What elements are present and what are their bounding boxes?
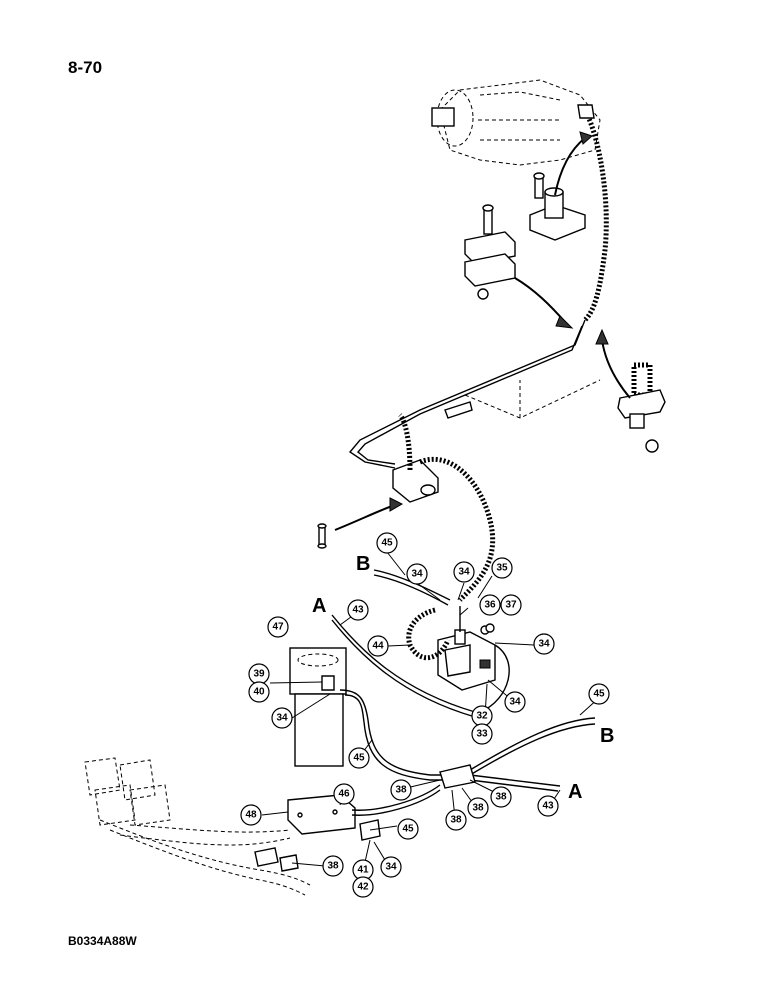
callout-40: 40 [248, 681, 270, 703]
callout-38: 38 [467, 797, 489, 819]
svg-text:45: 45 [381, 538, 393, 549]
svg-text:48: 48 [245, 810, 257, 821]
hose-end-fitting [577, 104, 595, 119]
svg-text:42: 42 [357, 882, 369, 893]
priority-valve [392, 459, 439, 503]
svg-text:38: 38 [450, 815, 462, 826]
pump-hose [583, 110, 609, 322]
letter-b-lower: B [600, 725, 614, 747]
svg-text:38: 38 [395, 785, 407, 796]
callout-38: 38 [322, 855, 344, 877]
callout-38: 38 [445, 809, 467, 831]
callout-39: 39 [248, 663, 270, 685]
tank-outline [464, 379, 601, 419]
callout-42: 42 [352, 876, 374, 898]
hose-a-upper [331, 614, 476, 713]
svg-text:45: 45 [353, 753, 365, 764]
callout-43: 43 [347, 599, 369, 621]
callout-37: 37 [500, 594, 522, 616]
svg-text:44: 44 [372, 641, 384, 652]
hose-to-b-lower [469, 717, 596, 771]
callout-46: 46 [333, 783, 355, 805]
hose-44 [406, 607, 451, 661]
callout-43: 43 [537, 795, 559, 817]
control-valve [437, 623, 496, 691]
pilot-fitting [254, 847, 279, 867]
svg-text:34: 34 [458, 567, 470, 578]
hose-45-filter [339, 689, 431, 776]
svg-text:34: 34 [411, 569, 423, 580]
callout-34: 34 [271, 707, 293, 729]
svg-text:33: 33 [476, 729, 488, 740]
callout-34: 34 [406, 563, 428, 585]
callout-45: 45 [588, 683, 610, 705]
svg-text:37: 37 [505, 600, 517, 611]
arrow-clamp-to-tube [514, 277, 566, 323]
letter-a-upper: A [312, 595, 326, 617]
braided-hose-35 [419, 456, 496, 602]
letter-b-upper: B [356, 553, 370, 575]
arrow-flange-to-pump [554, 137, 586, 196]
callout-32: 32 [471, 705, 493, 727]
mounting-bolt [317, 523, 327, 549]
svg-text:38: 38 [327, 861, 339, 872]
svg-text:32: 32 [476, 711, 488, 722]
svg-text:34: 34 [538, 639, 550, 650]
callout-34: 34 [380, 856, 402, 878]
arrow-bolt-to-valve [334, 504, 396, 531]
tee-fitting [439, 764, 476, 789]
callout-36: 36 [479, 594, 501, 616]
callout-48: 48 [240, 804, 262, 826]
svg-text:34: 34 [509, 697, 521, 708]
callout-44: 44 [367, 635, 389, 657]
svg-text:34: 34 [385, 862, 397, 873]
svg-text:46: 46 [338, 789, 350, 800]
callout-41: 41 [352, 859, 374, 881]
pump-assembly [431, 79, 601, 166]
strainer-fitting [617, 362, 666, 453]
callout-47: 47 [267, 616, 289, 638]
svg-text:36: 36 [484, 600, 496, 611]
pilot-controls [84, 757, 311, 896]
svg-text:38: 38 [472, 803, 484, 814]
svg-text:47: 47 [272, 622, 284, 633]
callout-34: 34 [504, 691, 526, 713]
return-tube [348, 319, 586, 469]
svg-text:45: 45 [593, 689, 605, 700]
svg-text:43: 43 [542, 801, 554, 812]
callout-35: 35 [491, 557, 513, 579]
svg-text:35: 35 [496, 563, 508, 574]
page-number: 8-70 [68, 58, 103, 77]
flange-fitting [529, 172, 586, 241]
letter-a-lower: A [568, 781, 582, 803]
svg-text:43: 43 [352, 605, 364, 616]
filter-canister [289, 647, 347, 767]
svg-text:45: 45 [402, 824, 414, 835]
callout-38: 38 [390, 779, 412, 801]
callout-45: 45 [397, 818, 419, 840]
arrow-strainer-to-tube [601, 339, 631, 399]
svg-text:39: 39 [253, 669, 265, 680]
svg-text:38: 38 [495, 792, 507, 803]
figure-code: B0334A88W [68, 934, 137, 948]
callout-45: 45 [376, 532, 398, 554]
svg-text:41: 41 [357, 865, 369, 876]
hose-clamp [464, 204, 516, 300]
svg-text:40: 40 [253, 687, 265, 698]
svg-text:34: 34 [276, 713, 288, 724]
leader-lines [261, 551, 601, 867]
callout-34: 34 [453, 561, 475, 583]
callout-33: 33 [471, 723, 493, 745]
callout-38: 38 [490, 786, 512, 808]
callout-34: 34 [533, 633, 555, 655]
callout-45: 45 [348, 747, 370, 769]
